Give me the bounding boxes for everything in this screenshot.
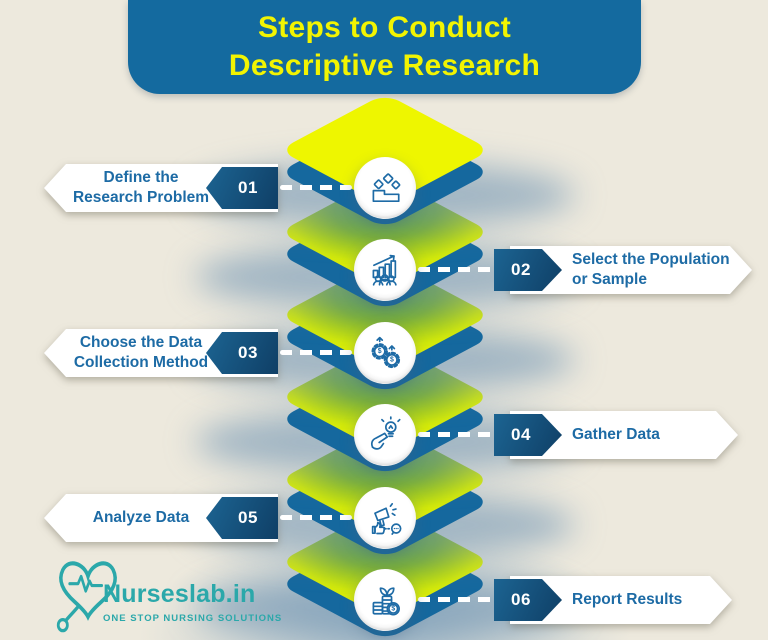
- logo-text: Nurseslab.in ONE STOP NURSING SOLUTIONS: [103, 580, 282, 624]
- step-label: Report Results: [572, 591, 683, 608]
- step-label: Gather Data: [572, 426, 660, 443]
- step-number: 02: [511, 260, 531, 279]
- hand-lightbulb-icon: [370, 416, 401, 450]
- connector-dashes: [280, 515, 352, 520]
- svg-text:$: $: [391, 605, 395, 612]
- step-number: 03: [238, 343, 258, 362]
- gears-dollar-icon: $ $: [371, 336, 401, 369]
- step-number-badge: 03: [206, 332, 278, 374]
- connector-dashes: [418, 432, 492, 437]
- step-label: Analyze Data: [92, 509, 190, 526]
- step-label-banner: Gather Data: [510, 411, 738, 459]
- step-number-badge: 01: [206, 167, 278, 209]
- logo-tagline: ONE STOP NURSING SOLUTIONS: [103, 613, 283, 624]
- connector-dashes: [418, 267, 492, 272]
- step-icon-circle: [354, 487, 416, 549]
- step-number: 06: [511, 590, 531, 609]
- svg-text:$: $: [378, 348, 382, 355]
- page-title-line-2: Descriptive Research: [228, 49, 541, 82]
- svg-text:$: $: [390, 357, 394, 364]
- step-label: Select the Population or Sample: [572, 251, 730, 288]
- step-number: 05: [238, 508, 258, 527]
- megaphone-feedback-icon: [371, 503, 402, 535]
- stethoscope-heart-icon: [56, 561, 117, 633]
- step-number: 01: [238, 178, 258, 197]
- logo-name: Nurseslab.in: [103, 580, 256, 608]
- header-banner: Steps to Conduct Descriptive Research: [128, 0, 641, 94]
- connector-dashes: [418, 597, 492, 602]
- step-icon-circle: [354, 404, 416, 466]
- step-number-badge: 05: [206, 497, 278, 539]
- step-label: Define the Research Problem: [72, 169, 210, 206]
- step-icon-circle: $: [354, 569, 416, 631]
- step-icon-circle: [354, 157, 416, 219]
- cubes-podium-icon: [372, 173, 401, 203]
- growth-chart-people-icon: [372, 254, 397, 286]
- step-icon-circle: $ $: [354, 322, 416, 384]
- logo: Nurseslab.in ONE STOP NURSING SOLUTIONS: [46, 546, 306, 640]
- step-number: 04: [511, 425, 531, 444]
- money-growth-icon: $: [372, 587, 400, 616]
- connector-dashes: [280, 185, 352, 190]
- step-icon-circle: [354, 239, 416, 301]
- page-title-line-1: Steps to Conduct: [257, 11, 512, 44]
- connector-dashes: [280, 350, 352, 355]
- step-label: Choose the Data Collection Method: [73, 334, 209, 371]
